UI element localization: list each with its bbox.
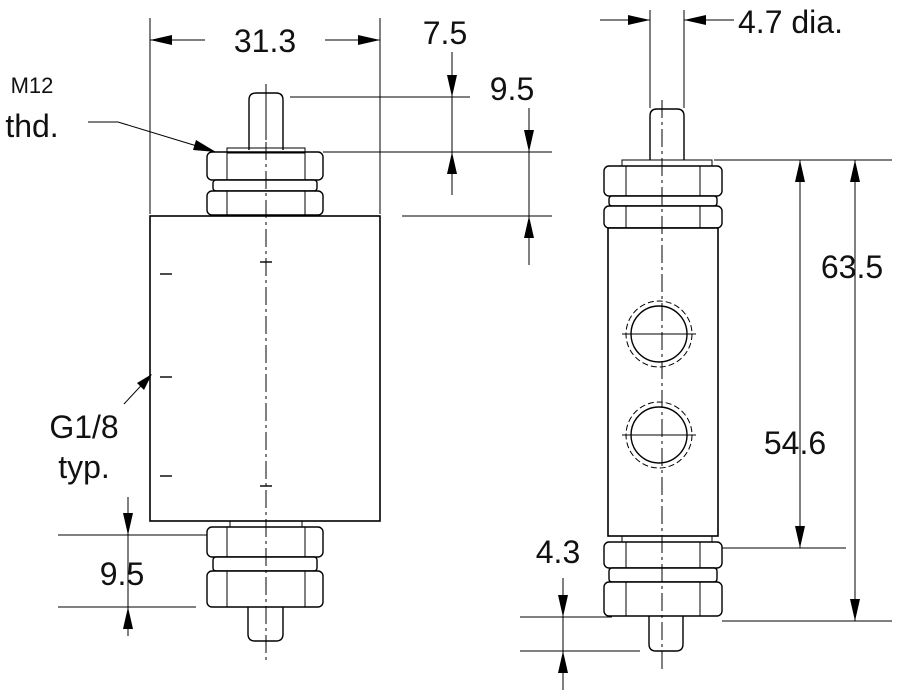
top-nut-stack	[206, 147, 324, 216]
front-view	[149, 84, 381, 660]
note-port-label: typ.	[58, 449, 110, 485]
note-port-size: G1/8	[49, 409, 118, 445]
dim-thread-to-body-top: 9.5	[490, 71, 534, 107]
bottom-nut-stack	[206, 520, 324, 608]
right-bottom-stem	[648, 616, 684, 652]
right-bottom-nut-stack	[603, 535, 723, 617]
left-dimensions	[58, 18, 552, 636]
side-view	[603, 100, 723, 672]
right-dimensions	[520, 10, 892, 690]
dim-overall-length: 63.5	[821, 249, 883, 285]
note-thread-label: thd.	[5, 108, 58, 144]
dim-body-width: 31.3	[234, 23, 296, 59]
right-top-stem	[649, 108, 685, 160]
dim-body-length: 54.6	[764, 425, 826, 461]
note-thread-size: M12	[11, 73, 54, 98]
right-top-nut-stack	[603, 159, 723, 229]
dim-stem-offset: 7.5	[423, 15, 467, 51]
dim-bottom-thread-length: 9.5	[100, 556, 144, 592]
right-valve-body	[607, 227, 719, 537]
dim-stem-diameter: 4.7 dia.	[738, 4, 843, 40]
dim-bottom-stem-length: 4.3	[536, 534, 580, 570]
valve-body	[149, 215, 381, 522]
